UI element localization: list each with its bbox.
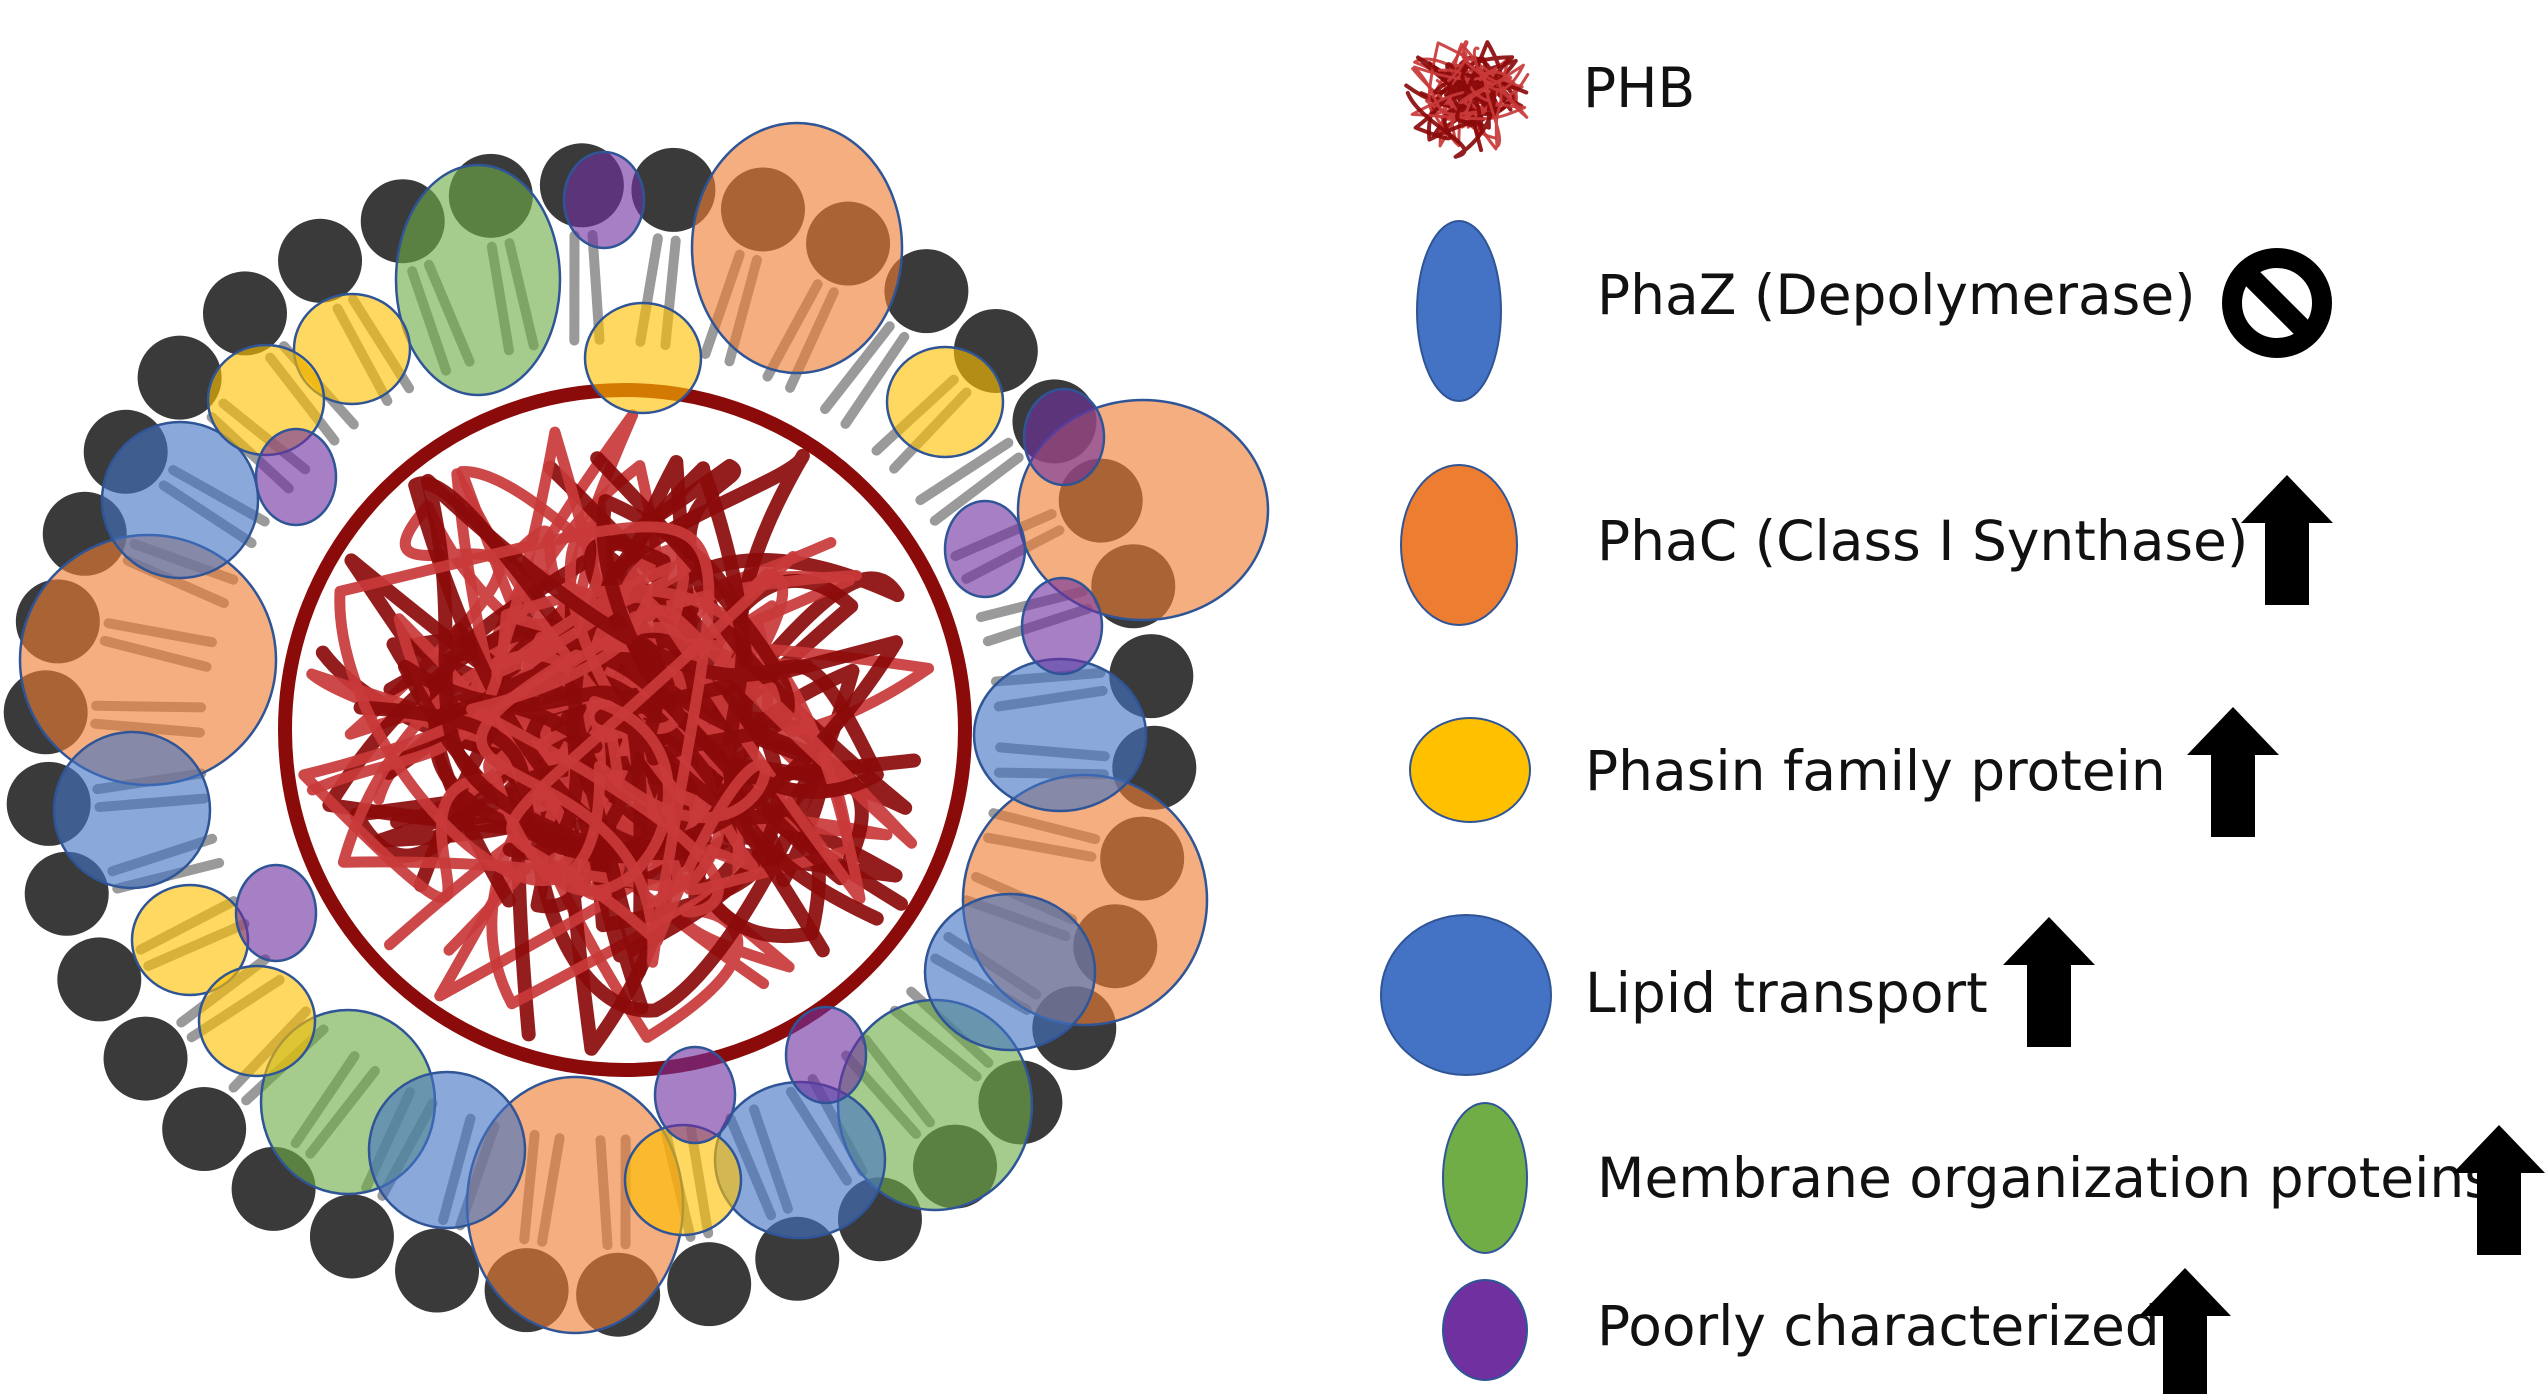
lipid-head [667,1242,752,1327]
phb-strand [334,521,799,968]
lipid-tail [840,331,910,429]
up-arrow-shape [2187,707,2279,837]
lipid-protein-body [367,1070,527,1230]
up-arrow-icon [2453,1125,2545,1255]
up-arrow-shape [2139,1268,2231,1394]
lipid-head [137,335,222,420]
phasin-protein-body [885,345,1005,459]
up-arrow-icon [2241,475,2333,605]
poorly-protein-body [784,1005,868,1105]
lipid-head [755,1216,840,1301]
membrane-protein-body [394,163,562,397]
legend-label-phasin: Phasin family protein [1585,739,2166,803]
legend-lipid-swatch [1380,914,1552,1076]
membrane-protein [394,163,562,397]
phac-protein-body [690,121,904,375]
phasin-protein-body [197,964,317,1078]
legend-poorly-swatch [1442,1279,1528,1381]
lipid-head [631,147,716,232]
legend-label-membrane: Membrane organization proteins [1597,1146,2493,1210]
legend-phaz-swatch [1416,220,1502,402]
poorly-protein-body [1022,387,1106,487]
poorly-protein [943,499,1027,599]
lipid-protein [367,1070,527,1230]
legend-label-phac: PhaC (Class I Synthase) [1597,509,2248,573]
phasin-protein [583,301,703,415]
phasin-protein-body [583,301,703,415]
poorly-protein-body [254,427,338,527]
lipid-head [309,1194,394,1279]
lipid-protein [52,730,212,890]
lipid-head [395,1228,480,1313]
lipid-tail [820,321,895,415]
legend-phb-swatch [1404,40,1530,159]
prohibited-icon [2222,248,2332,358]
granule [3,121,1270,1337]
granule-proteins [18,121,1270,1335]
phasin-protein-body [292,292,412,406]
lipid-protein-body [972,657,1148,813]
phasin-protein [292,292,412,406]
legend-label-poorly: Poorly characterized [1597,1294,2160,1358]
lipid-head [278,218,363,303]
lipid-protein [713,1080,887,1240]
up-arrow-shape [2003,917,2095,1047]
up-arrow-icon [2187,707,2279,837]
lipid-protein [923,892,1097,1052]
lipid-protein [100,420,260,580]
phasin-protein [885,345,1005,459]
poorly-protein-body [943,499,1027,599]
poorly-protein [653,1045,737,1145]
poorly-protein [1022,387,1106,487]
lipid-heads [3,143,1197,1337]
legend: PHB PhaZ (Depolymerase) PhaC (Class I Sy… [1380,40,2545,1394]
up-arrow-icon [2003,917,2095,1047]
lipid-head [162,1087,247,1172]
poorly-protein-body [1020,576,1104,676]
up-arrow-shape [2453,1125,2545,1255]
poorly-protein-body [562,150,646,250]
poorly-protein [234,863,318,963]
lipid-head [884,249,969,334]
phac-protein [690,121,904,375]
phasin-protein [197,964,317,1078]
lipid-protein-body [52,730,212,890]
legend-phac-swatch [1400,464,1518,626]
legend-phasin-swatch [1409,717,1531,823]
legend-membrane-swatch [1442,1102,1528,1254]
lipid-protein [972,657,1148,813]
phb-strand [1405,40,1515,159]
up-arrow-shape [2241,475,2333,605]
poorly-protein-body [653,1045,737,1145]
lipid-tail [915,437,1014,506]
phb-strand [1447,46,1525,149]
lipid-protein-body [923,892,1097,1052]
phb-core [278,383,972,1077]
poorly-protein [784,1005,868,1105]
poorly-protein-body [234,863,318,963]
lipid-head [57,937,142,1022]
poorly-protein [1020,576,1104,676]
poorly-protein [562,150,646,250]
lipid-head [103,1016,188,1101]
legend-label-phb: PHB [1583,56,1695,120]
up-arrow-icon [2139,1268,2231,1394]
legend-label-phaz: PhaZ (Depolymerase) [1597,263,2196,327]
poorly-protein [254,427,338,527]
lipid-tail [929,452,1024,526]
lipid-protein-body [100,420,260,580]
legend-label-lipid: Lipid transport [1585,961,1988,1025]
lipid-head [202,271,287,356]
lipid-protein-body [713,1080,887,1240]
